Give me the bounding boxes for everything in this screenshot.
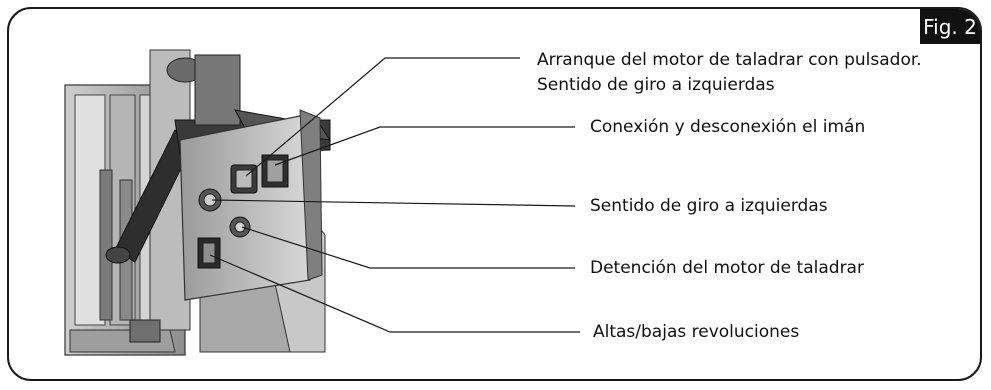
speed-switch-icon [197,237,221,269]
callout-reverse-button: Sentido de giro a izquierdas [590,194,828,219]
callout-start-button: Arranque del motor de taladrar con pulsa… [537,48,922,97]
callout-start-line-1: Arranque del motor de taladrar con pulsa… [537,50,922,70]
stop-button-icon [229,216,251,238]
control-panel [179,109,323,301]
magnet-switch-icon [261,154,289,188]
callout-magnet-line-1: Conexión y desconexión el imán [590,117,866,137]
reverse-button-icon [198,188,222,212]
callout-speed-line-1: Altas/bajas revoluciones [593,322,800,342]
callout-magnet-switch: Conexión y desconexión el imán [590,115,865,140]
callout-speed-switch: Altas/bajas revoluciones [593,320,799,345]
figure-frame: Fig. 2 [7,7,982,381]
callout-reverse-line-1: Sentido de giro a izquierdas [590,196,828,216]
drill-column [64,49,191,356]
figure-label: Fig. 2 [920,9,980,44]
leader-line-speed [209,254,580,333]
leader-line-reverse [211,199,576,207]
callout-stop-button: Detención del motor de taladrar [590,256,864,281]
leader-line-start [245,57,520,177]
leader-line-magnet [274,126,575,166]
callout-start-line-2: Sentido de giro a izquierdas [537,74,775,95]
callout-stop-line-1: Detención del motor de taladrar [590,258,864,278]
leader-line-stop [241,226,575,269]
